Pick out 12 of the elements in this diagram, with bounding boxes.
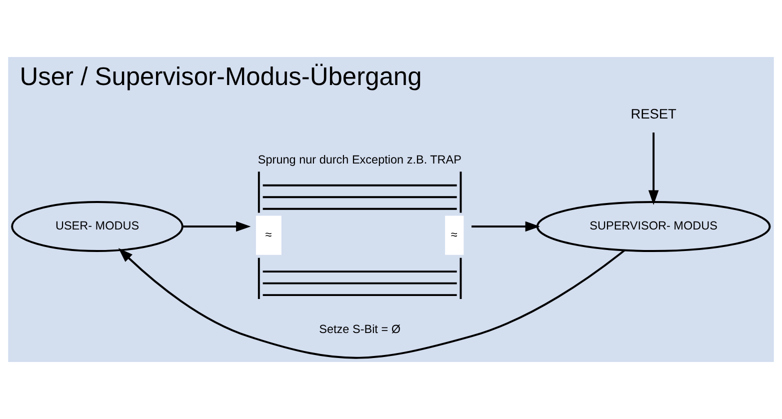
arrow [118, 248, 626, 359]
label: ≈ [450, 228, 458, 242]
arrow [182, 221, 251, 232]
arrow [472, 221, 540, 232]
node-text: RESET [630, 106, 676, 122]
diagram-title: User / Supervisor-Modus-Übergang [20, 63, 422, 92]
label: ≈ [265, 228, 272, 242]
node-ellipse: USER- MODUS [11, 201, 184, 252]
edge-label: Setze S-Bit = Ø [319, 322, 400, 336]
node-ellipse: SUPERVISOR- MODUS [536, 201, 771, 252]
node-label: Sprung nur durch Exception z.B. TRAP [258, 153, 462, 166]
arrow [648, 132, 659, 206]
